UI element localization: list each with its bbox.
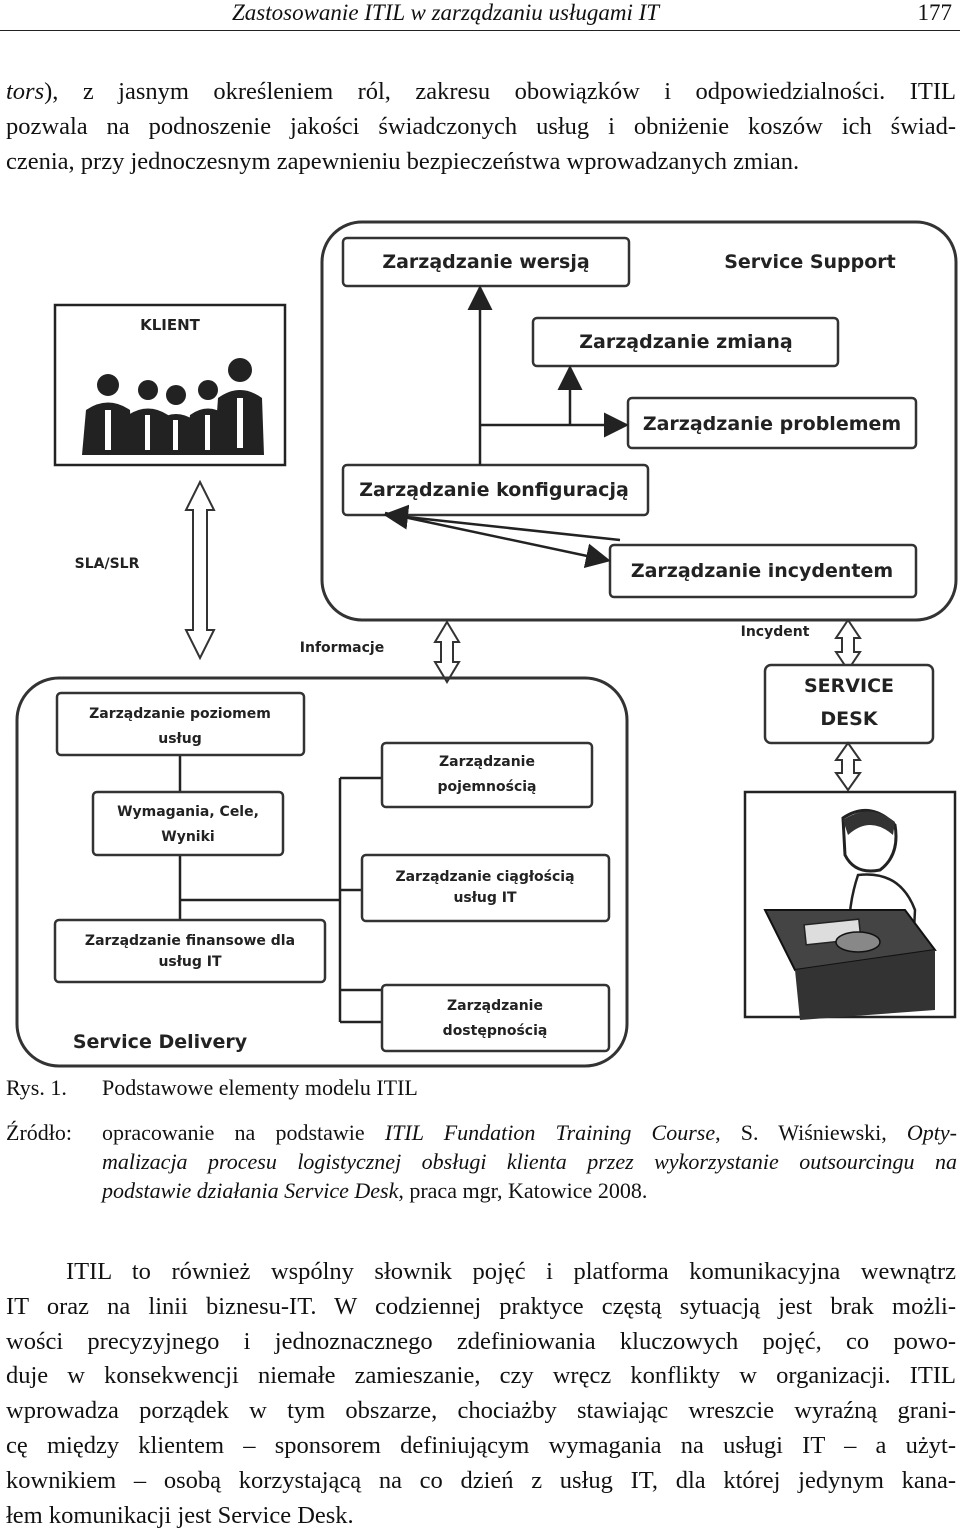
client-box: KLIENT [53,303,287,467]
running-header: Zastosowanie ITIL w zarządzaniu usługami… [0,0,960,31]
figure-number: Rys. 1. [6,1075,67,1100]
header-title: Zastosowanie ITIL w zarządzaniu usługami… [232,0,660,25]
body-line: cę między klientem – sponsorem definiują… [6,1431,956,1459]
body-line: ITIL to również wspólny słownik pojęć i … [66,1258,956,1285]
svg-text:usług IT: usług IT [453,890,517,906]
intro-paragraph: tors), z jasnym określeniem ról, zakresu… [6,75,956,179]
service-level-management-box: Zarządzanie poziomem usług [55,691,306,757]
incident-management-box: Zarządzanie incydentem [608,543,918,599]
svg-text:SERVICE: SERVICE [804,675,894,697]
delivery-connectors [178,755,382,1024]
change-management-box: Zarządzanie zmianą [531,316,840,368]
service-support-label: Service Support [724,251,896,273]
svg-text:Zarządzanie konfiguracją: Zarządzanie konfiguracją [359,479,629,501]
service-delivery-frame [15,676,629,1068]
svg-text:Zarządzanie poziomem: Zarządzanie poziomem [89,706,271,722]
body-line: IT oraz na linii biznesu-IT. W codzienne… [6,1292,956,1320]
page-number: 177 [917,0,953,25]
svg-text:Zarządzanie ciągłością: Zarządzanie ciągłością [395,869,574,885]
svg-text:Zarządzanie incydentem: Zarządzanie incydentem [631,560,893,582]
svg-text:Wymagania, Cele,: Wymagania, Cele, [117,804,259,820]
service-delivery-label: Service Delivery [73,1031,248,1053]
info-label: Informacje [300,640,384,656]
problem-management-box: Zarządzanie problemem [626,396,918,450]
intro-line-3: czenia, przy jednoczesnym zapewnieniu be… [6,147,800,175]
svg-text:dostępnością: dostępnością [443,1023,548,1039]
svg-text:Zarządzanie problemem: Zarządzanie problemem [643,413,901,435]
configuration-management-box: Zarządzanie konfiguracją [341,463,650,517]
body-line: łem komunikacji jest Service Desk. [6,1501,354,1529]
svg-text:Zarządzanie: Zarządzanie [439,754,535,770]
svg-text:Zarządzanie: Zarządzanie [447,998,543,1014]
body-line: wości precyzyjnego i jednoznacznego zdef… [6,1327,956,1355]
body-paragraph: ITIL to również wspólny słownik pojęć i … [6,1255,956,1533]
body-line: duje w konsekwencji niemałe zamieszanie,… [6,1362,956,1390]
availability-management-box: Zarządzanie dostępnością [380,983,611,1053]
incident-double-arrow [834,618,862,672]
svg-text:pojemnością: pojemnością [438,779,537,795]
svg-text:usług IT: usług IT [158,954,222,970]
support-connectors [383,285,629,569]
svg-text:Zarządzanie zmianą: Zarządzanie zmianą [579,331,792,353]
svg-text:Zarządzanie finansowe dla: Zarządzanie finansowe dla [85,933,295,949]
service-support-frame [320,220,958,622]
operator-at-desk-image [743,790,957,1020]
figure-title: Podstawowe elementy modelu ITIL [102,1075,418,1100]
release-management-box: Zarządzanie wersją [341,236,631,288]
requirements-box: Wymagania, Cele, Wyniki [91,790,285,857]
svg-text:usług: usług [158,731,201,747]
source-text: opracowanie na podstawie ITIL Fundation … [102,1120,958,1203]
incident-label: Incydent [741,624,810,640]
desk-double-arrow [834,741,862,792]
continuity-management-box: Zarządzanie ciągłością usług IT [360,853,611,923]
sla-label: SLA/SLR [75,556,140,572]
svg-text:Wyniki: Wyniki [161,829,214,845]
source-label: Źródło: [6,1120,72,1145]
client-label: KLIENT [140,316,201,334]
svg-text:DESK: DESK [820,708,878,730]
info-double-arrow [433,620,461,684]
service-desk-box: SERVICE DESK [763,663,935,745]
intro-line-1: tors), z jasnym określeniem ról, zakresu… [6,78,956,105]
capacity-management-box: Zarządzanie pojemnością [380,741,594,809]
itil-model-diagram: Service Support Zarządzanie wersją Zarzą… [15,220,958,1068]
svg-text:Zarządzanie wersją: Zarządzanie wersją [382,251,589,273]
body-line: kownikiem – osobą korzystającą na co dzi… [6,1466,956,1494]
intro-line-2: pozwala na podnoszenie jakości świadczon… [6,112,956,140]
financial-management-box: Zarządzanie finansowe dla usług IT [53,918,327,984]
sla-double-arrow [184,479,216,661]
body-line: wprowadza porządek w tym obszarze, choci… [6,1397,956,1425]
people-group-icon [82,358,264,455]
